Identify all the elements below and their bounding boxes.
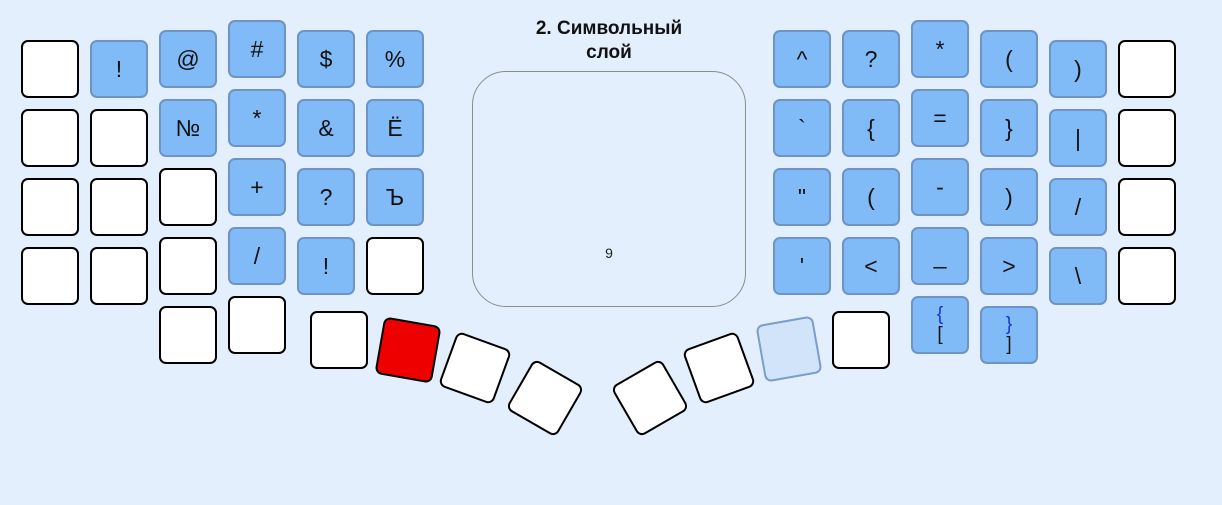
key-slash[interactable]: / — [228, 227, 286, 285]
layer-title-line2: слой — [586, 42, 632, 63]
key-blank[interactable] — [1118, 40, 1176, 98]
key-right-brace[interactable]: } — [980, 99, 1038, 157]
key-blank[interactable] — [159, 237, 217, 295]
key-exclamation[interactable]: ! — [297, 237, 355, 295]
key-exclamation[interactable]: ! — [90, 40, 148, 98]
key-right-paren[interactable]: ) — [1049, 40, 1107, 98]
key-right-paren[interactable]: ) — [980, 168, 1038, 226]
key-blank[interactable] — [21, 109, 79, 167]
key-thumb-blank[interactable] — [310, 311, 368, 369]
key-asterisk[interactable]: * — [228, 89, 286, 147]
key-plus[interactable]: + — [228, 158, 286, 216]
key-blank[interactable] — [1118, 109, 1176, 167]
trackpad[interactable]: 9 — [472, 71, 746, 307]
key-ampersand[interactable]: & — [297, 99, 355, 157]
key-thumb-blank[interactable] — [681, 330, 757, 406]
key-yo[interactable]: Ё — [366, 99, 424, 157]
key-left-paren[interactable]: ( — [842, 168, 900, 226]
key-thumb-active[interactable] — [374, 316, 442, 384]
key-backtick[interactable]: ` — [773, 99, 831, 157]
layer-title: 2. Символьный слой — [509, 17, 709, 65]
key-base-legend: [ — [937, 324, 943, 345]
key-blank[interactable] — [90, 109, 148, 167]
key-blank[interactable] — [21, 178, 79, 236]
key-thumb-pale[interactable] — [755, 315, 823, 383]
key-blank[interactable] — [159, 168, 217, 226]
key-slash[interactable]: / — [1049, 178, 1107, 236]
key-blank[interactable] — [21, 40, 79, 98]
key-base-legend: ] — [1006, 334, 1012, 355]
key-brace-bracket-left[interactable]: { [ — [911, 296, 969, 354]
trackpad-label: 9 — [605, 245, 613, 261]
key-equals[interactable]: = — [911, 89, 969, 147]
key-single-quote[interactable]: ' — [773, 237, 831, 295]
key-blank[interactable] — [90, 178, 148, 236]
key-blank[interactable] — [1118, 247, 1176, 305]
key-blank[interactable] — [228, 296, 286, 354]
key-thumb-blank[interactable] — [610, 358, 690, 438]
key-thumb-blank[interactable] — [832, 311, 890, 369]
key-shift-legend: { — [936, 304, 944, 325]
key-blank[interactable] — [21, 247, 79, 305]
key-left-brace[interactable]: { — [842, 99, 900, 157]
key-blank[interactable] — [1118, 178, 1176, 236]
key-left-paren[interactable]: ( — [980, 30, 1038, 88]
key-blank[interactable] — [159, 306, 217, 364]
key-thumb-blank[interactable] — [437, 330, 513, 406]
key-blank[interactable] — [90, 247, 148, 305]
key-pipe[interactable]: | — [1049, 109, 1107, 167]
key-at[interactable]: @ — [159, 30, 217, 88]
key-blank[interactable] — [366, 237, 424, 295]
key-underscore[interactable]: _ — [911, 227, 969, 285]
key-backslash[interactable]: \ — [1049, 247, 1107, 305]
key-caret[interactable]: ^ — [773, 30, 831, 88]
key-brace-bracket-right[interactable]: } ] — [980, 306, 1038, 364]
key-asterisk[interactable]: * — [911, 20, 969, 78]
key-thumb-blank[interactable] — [505, 358, 585, 438]
key-percent[interactable]: % — [366, 30, 424, 88]
key-hard-sign[interactable]: Ъ — [366, 168, 424, 226]
key-question[interactable]: ? — [297, 168, 355, 226]
key-dollar[interactable]: $ — [297, 30, 355, 88]
key-greater-than[interactable]: > — [980, 237, 1038, 295]
layer-title-line1: 2. Символьный — [535, 18, 683, 39]
key-numero[interactable]: № — [159, 99, 217, 157]
key-hash[interactable]: # — [228, 20, 286, 78]
key-question[interactable]: ? — [842, 30, 900, 88]
key-less-than[interactable]: < — [842, 237, 900, 295]
key-minus[interactable]: - — [911, 158, 969, 216]
key-shift-legend: } — [1005, 314, 1013, 335]
key-double-quote[interactable]: " — [773, 168, 831, 226]
